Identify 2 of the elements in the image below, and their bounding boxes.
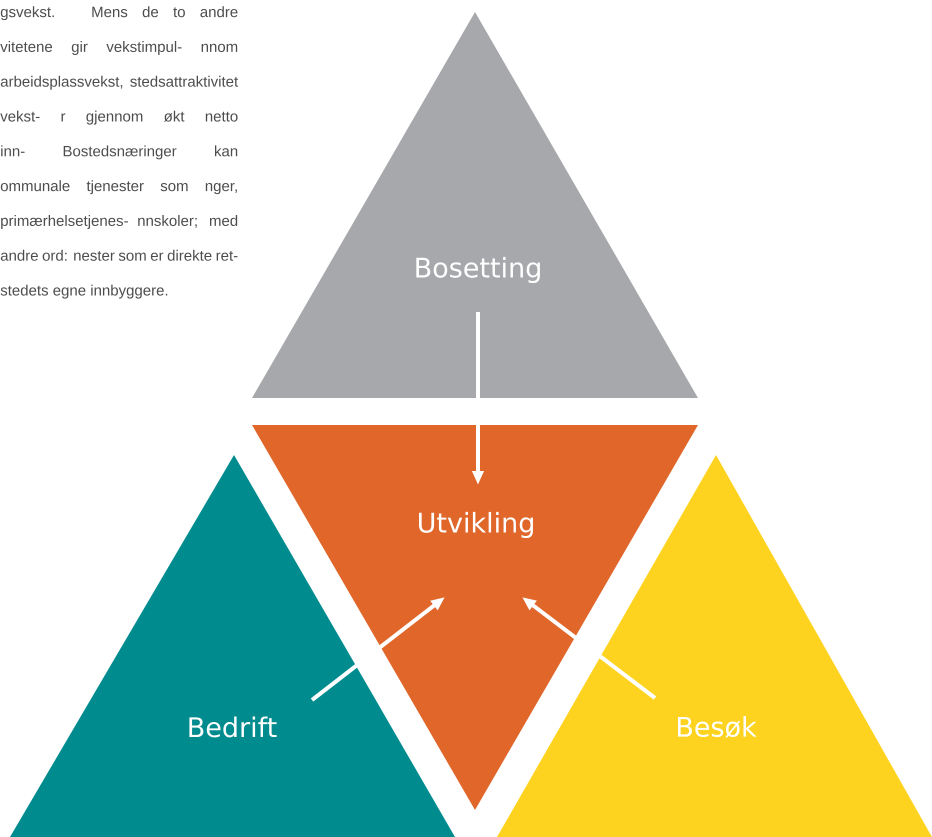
paragraph: gsvekst. Mens de to andre vitetene gir vekstimpul- nnom arbeidsplassvekst, stedsattraktivitet vekst- r gjennom økt netto inn- Bostedsnæringer kan ommunale tjenester som nger, primærhelsetjenes- nnskoler; med andre ord: nester som er direkte ret- stedets egne innbyggere. (0, 6, 238, 299)
triangle: Bosetting (252, 12, 698, 398)
